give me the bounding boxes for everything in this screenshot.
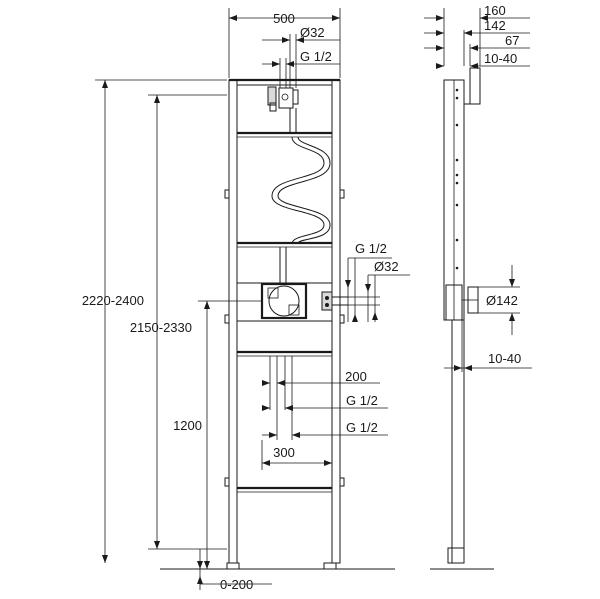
dim-outlet-200: [262, 360, 380, 390]
foot-adjust-label: 0-200: [220, 577, 253, 592]
dim-outlet-height: [198, 300, 262, 569]
dim-overall-height: [95, 79, 227, 563]
side-adjust-bottom: 10-40: [488, 351, 521, 366]
dim-outlet-300: [261, 440, 333, 470]
outlet-height-label: 1200: [173, 418, 202, 433]
top-pipe-diameter: Ø32: [300, 25, 325, 40]
dim-top-pipe: [262, 34, 340, 88]
top-thread: G 1/2: [300, 49, 332, 64]
mounting-box: [260, 247, 348, 440]
side-depth-67: 67: [505, 33, 519, 48]
dim-foot-adjust: [197, 549, 272, 590]
overall-height-label: 2220-2400: [82, 293, 144, 308]
side-dim-outlet-diameter: [478, 265, 520, 335]
outlet-spacing-300: 300: [273, 445, 295, 460]
side-frame: [430, 67, 494, 570]
dim-width-500: [228, 8, 341, 78]
dim-mid-outlet: [340, 257, 410, 322]
mid-diameter: Ø32: [374, 259, 399, 274]
side-adjust-top: 10-40: [484, 51, 517, 66]
side-depth-142: 142: [484, 18, 506, 33]
top-valve: [267, 86, 299, 133]
dim-thread-left: [262, 405, 388, 411]
width-label: 500: [273, 11, 295, 26]
side-depth-160: 160: [484, 3, 506, 18]
side-outlet-diameter: Ø142: [486, 293, 518, 308]
side-dims-top: [424, 8, 530, 69]
outlet-spacing-200: 200: [345, 369, 367, 384]
flex-hose: [271, 136, 331, 244]
side-dim-adjust-bottom: [444, 320, 532, 372]
front-frame: [160, 78, 395, 570]
inner-height-label: 2150-2330: [130, 320, 192, 335]
thread-right: G 1/2: [346, 420, 378, 435]
dim-inner-height: [148, 94, 227, 550]
mid-thread: G 1/2: [355, 241, 387, 256]
dim-thread-right: [262, 432, 388, 438]
thread-left: G 1/2: [346, 393, 378, 408]
